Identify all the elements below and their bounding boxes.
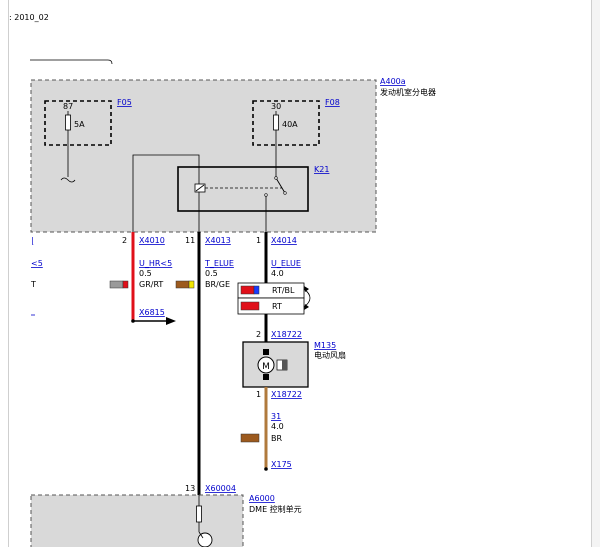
page-right-edge xyxy=(591,0,592,547)
fuse-f05-pin: 87 xyxy=(63,102,73,111)
relay-contact-pivot xyxy=(274,176,278,180)
module-a400a: A400a 发动机室分电器 F05 87 5A F08 30 40A xyxy=(30,77,436,233)
wire-ground-31-color: BR xyxy=(271,434,282,443)
a6000-transistor-icon xyxy=(197,532,213,547)
connector-x18722-bottom-link[interactable]: X18722 xyxy=(271,390,302,399)
connector-x4013-link[interactable]: X4013 xyxy=(205,236,231,245)
relay-switch-contact xyxy=(275,177,286,194)
connector-x60004-link[interactable]: X60004 xyxy=(205,484,236,493)
connector-x4014-link[interactable]: X4014 xyxy=(271,236,297,245)
module-a6000: 13 X60004 A6000 DME 控制单元 xyxy=(30,484,302,547)
wire-t-elue-gauge: 0.5 xyxy=(205,269,218,278)
fuse-f08-link[interactable]: F08 xyxy=(325,98,340,107)
wire-t-elue-swatch-stripe xyxy=(188,280,195,289)
wire-u-hr-color: GR/RT xyxy=(139,280,163,289)
module-a400a-link[interactable]: A400a xyxy=(380,77,406,86)
motor-terminal-bottom xyxy=(263,374,269,380)
relay-contact-tip xyxy=(283,191,287,195)
fuse-f08-frame xyxy=(252,100,320,146)
a6000-transistor-collector xyxy=(198,531,204,539)
connector-x175-link[interactable]: X175 xyxy=(271,460,292,469)
cut-off-signal-label[interactable]: <5 xyxy=(31,259,43,268)
cut-off-code-label: T xyxy=(30,280,36,289)
fuse-f08: F08 30 40A xyxy=(252,98,340,178)
connector-x18722-bottom-pin: 1 xyxy=(256,390,261,399)
page-left-edge xyxy=(8,0,9,547)
connector-x4014-pin: 1 xyxy=(256,236,261,245)
motor-terminal-top xyxy=(263,349,269,355)
wire-variant-a-swatch-stripe xyxy=(253,285,260,295)
wire-variant-a-code: RT/BL xyxy=(272,286,295,295)
fuse-f05-link[interactable]: F05 xyxy=(117,98,132,107)
motor-icon xyxy=(257,356,275,374)
connector-x4010-pin: 2 xyxy=(122,236,127,245)
fuse-f08-element xyxy=(273,114,279,131)
wire-ground-31-signal[interactable]: 31 xyxy=(271,412,281,421)
wire-u-elue-gauge: 4.0 xyxy=(271,269,284,278)
component-m135: 2 X18722 M135 电动风扇 M xyxy=(242,330,346,388)
wire-ground-31: 1 X18722 31 4.0 BR X175 xyxy=(240,387,302,471)
relay-coil-diagonal xyxy=(195,184,205,192)
wire-ground-31-gauge: 4.0 xyxy=(271,422,284,431)
wire-t-elue-signal[interactable]: T_ELUE xyxy=(204,259,234,268)
component-m135-name: 电动风扇 xyxy=(314,350,346,360)
wire-u-elue: 1 X4014 U_ELUE 4.0 RT/BL RT xyxy=(237,232,311,342)
module-a400a-name: 发动机室分电器 xyxy=(380,87,436,97)
fuse-f05-break-mark xyxy=(60,177,76,183)
relay-k21: K21 xyxy=(177,165,329,232)
wire-u-hr-swatch-base xyxy=(109,280,124,289)
relay-k21-frame xyxy=(177,166,309,212)
variant-toggle-arc[interactable] xyxy=(303,288,311,308)
wire-u-hr: 2 X4010 U_HR<5 0.5 GR/RT X6815 xyxy=(109,232,176,325)
wire-u-hr-swatch-stripe xyxy=(122,280,129,289)
scrollbar-track[interactable] xyxy=(592,0,600,547)
component-m135-body xyxy=(242,341,309,388)
wire-u-elue-signal[interactable]: U_ELUE xyxy=(271,259,301,268)
wire-variant-b-swatch xyxy=(240,301,260,311)
a6000-internal-resistor xyxy=(196,505,202,523)
cut-off-connector-mark: | xyxy=(31,236,34,245)
connector-x4010-link[interactable]: X4010 xyxy=(139,236,165,245)
connector-x18722-top-link[interactable]: X18722 xyxy=(271,330,302,339)
fuse-f05-frame xyxy=(44,100,112,146)
module-a6000-link[interactable]: A6000 xyxy=(249,494,275,503)
fuse-f08-pin: 30 xyxy=(271,102,281,111)
coil-feed-line xyxy=(132,154,200,232)
header-date: : 2010_02 xyxy=(9,13,49,22)
component-m135-link[interactable]: M135 xyxy=(314,341,336,350)
cut-off-frame-line xyxy=(30,59,113,65)
wire-u-hr-gauge: 0.5 xyxy=(139,269,152,278)
connector-x18722-top-pin: 2 xyxy=(256,330,261,339)
variant-toggle-arrow-bottom-icon xyxy=(304,304,309,310)
wire-ground-31-swatch xyxy=(240,433,260,443)
fuse-f05-element xyxy=(65,114,71,131)
relay-output-terminal xyxy=(264,193,268,197)
wire-u-hr-signal[interactable]: U_HR<5 xyxy=(139,259,172,268)
x6815-junction-dot xyxy=(131,319,135,323)
connector-x4013-pin: 11 xyxy=(185,236,195,245)
variant-toggle-arrow-top-icon xyxy=(304,286,309,292)
ground-point-x175 xyxy=(264,467,268,471)
relay-k21-link[interactable]: K21 xyxy=(314,165,329,174)
motor-icon-letter: M xyxy=(262,362,270,372)
x6815-arrow-head-icon xyxy=(166,317,176,325)
wire-variant-a-swatch-base xyxy=(240,285,255,295)
wire-variant-b-code: RT xyxy=(272,302,282,311)
wire-t-elue: 11 X4013 T_ELUE 0.5 BR/GE xyxy=(175,232,234,495)
connector-x60004-pin: 13 xyxy=(185,484,195,493)
fuse-f05: F05 87 5A xyxy=(44,98,132,183)
module-a6000-name: DME 控制单元 xyxy=(249,504,302,514)
fuse-f05-rating: 5A xyxy=(74,120,85,129)
fuse-f08-rating: 40A xyxy=(282,120,298,129)
wire-t-elue-color: BR/GE xyxy=(205,280,230,289)
connector-x6815-link[interactable]: X6815 xyxy=(139,308,165,317)
fan-blade-icon-shade xyxy=(282,360,287,370)
wire-t-elue-swatch-base xyxy=(175,280,190,289)
